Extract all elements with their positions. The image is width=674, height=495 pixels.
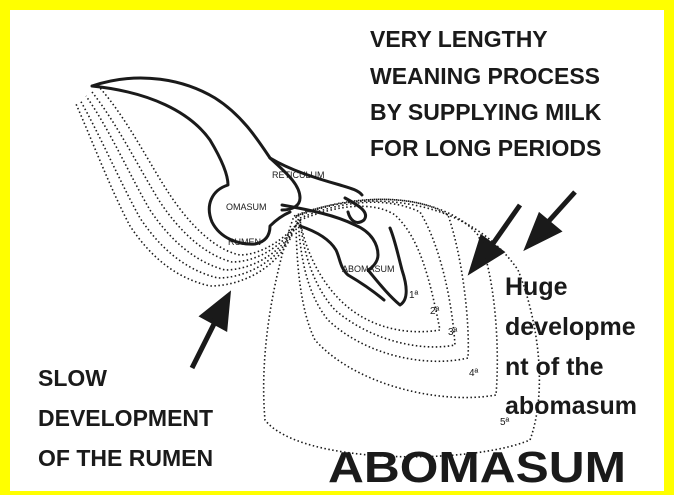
right-note: Huge developme nt of the abomasum [505, 273, 637, 420]
left-note-line-2: DEVELOPMENT [38, 405, 213, 431]
arrow-top-head [528, 216, 558, 246]
reticulum-fold [345, 198, 366, 222]
stage-label-3: 3ª [448, 327, 458, 338]
right-note-line-4: abomasum [505, 392, 637, 420]
top-note: VERY LENGTHY WEANING PROCESS BY SUPPLYIN… [370, 26, 602, 161]
stage-label-1: 1ª [409, 290, 419, 301]
growth-contour-2 [300, 202, 455, 347]
right-note-line-3: nt of the [505, 353, 604, 381]
top-note-line-4: FOR LONG PERIODS [370, 135, 601, 161]
bottom-title: ABOMASUM [328, 443, 626, 492]
right-note-line-2: developme [505, 313, 636, 341]
top-note-line-3: BY SUPPLYING MILK [370, 99, 602, 125]
arrow-top-shaft [548, 192, 575, 222]
left-note-line-1: SLOW [38, 365, 107, 391]
arrow-right-head [472, 238, 501, 270]
label-reticulum: RETICULUM [272, 170, 325, 180]
left-note: SLOW DEVELOPMENT OF THE RUMEN [38, 365, 213, 471]
top-note-line-1: VERY LENGTHY [370, 26, 548, 52]
left-note-line-3: OF THE RUMEN [38, 445, 213, 471]
top-note-line-2: WEANING PROCESS [370, 63, 600, 89]
rumen-contour-5 [76, 104, 292, 286]
stage-label-2: 2ª [430, 306, 440, 317]
right-note-line-1: Huge [505, 273, 568, 301]
rumen-contour-4 [80, 100, 294, 278]
arrow-right-shaft [492, 205, 520, 245]
growth-contour-3 [298, 199, 468, 361]
rumen-reticulum-outline [92, 78, 362, 244]
label-abomasum-small: ABOMASUM [342, 264, 395, 274]
arrow-left-head [203, 296, 228, 328]
label-rumen: RUMEN [228, 237, 261, 247]
label-omasum: OMASUM [226, 202, 267, 212]
stage-label-4: 4ª [469, 368, 479, 379]
arrow-left-shaft [192, 322, 215, 368]
